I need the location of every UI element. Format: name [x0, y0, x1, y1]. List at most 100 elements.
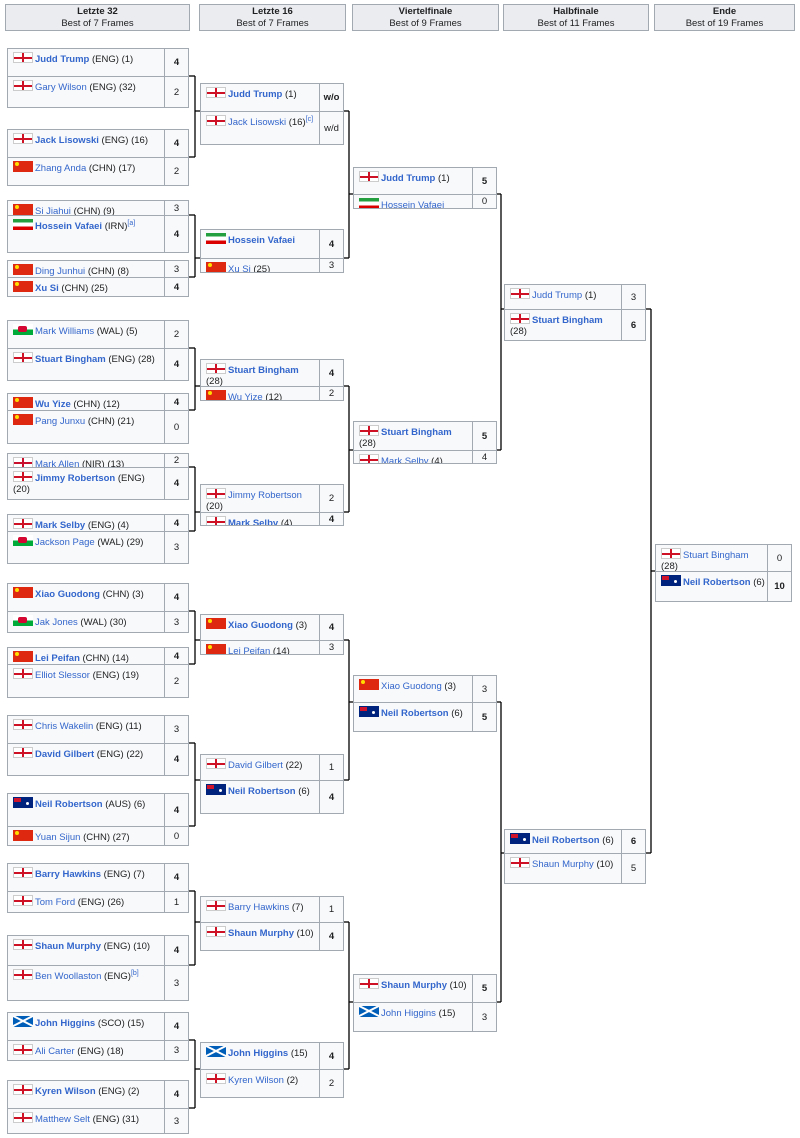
player-nationality[interactable]: (WAL): [97, 537, 124, 548]
player-name-link[interactable]: Xu Si: [35, 283, 59, 294]
player-nationality[interactable]: (ENG): [92, 1114, 120, 1125]
player-name-link[interactable]: Lei Peifan: [35, 653, 80, 664]
player-name-link[interactable]: Matthew Selt: [35, 1114, 90, 1125]
player-name-link[interactable]: Hossein Vafaei: [35, 221, 103, 232]
player-name-link[interactable]: Si Jiahui: [35, 206, 71, 215]
player-name-link[interactable]: Kyren Wilson: [228, 1075, 284, 1086]
player-name-link[interactable]: John Higgins: [35, 1018, 96, 1029]
player-name-link[interactable]: Judd Trump: [381, 173, 436, 184]
player-nationality[interactable]: (ENG): [108, 354, 136, 365]
player-name-link[interactable]: Tom Ford: [35, 897, 76, 908]
player-name-link[interactable]: Ben Woollaston: [35, 971, 102, 982]
player-nationality[interactable]: (ENG): [92, 54, 119, 65]
player-name-link[interactable]: John Higgins: [381, 1008, 436, 1019]
player-nationality[interactable]: (ENG): [101, 135, 129, 146]
player-name-link[interactable]: Stuart Bingham: [381, 427, 452, 438]
player-name-link[interactable]: Shaun Murphy: [381, 980, 447, 991]
player-nationality[interactable]: (SCO): [97, 1018, 125, 1029]
player-name-link[interactable]: Jack Lisowski: [228, 117, 287, 128]
player-nationality[interactable]: (ENG): [95, 721, 123, 732]
player-nationality[interactable]: (ENG): [77, 1046, 105, 1057]
player-name-link[interactable]: Judd Trump: [532, 290, 583, 301]
player-name-link[interactable]: Mark Allen: [35, 459, 80, 467]
player-nationality[interactable]: (ENG): [89, 82, 117, 93]
player-name-link[interactable]: Elliot Slessor: [35, 670, 90, 681]
player-nationality[interactable]: (NIR): [82, 459, 105, 467]
player-slot: Hossein Vafaei (IRN)[a]4: [7, 215, 189, 253]
player-name-link[interactable]: Jack Lisowski: [35, 135, 99, 146]
player-nationality[interactable]: (ENG): [117, 473, 145, 484]
player-name-link[interactable]: Hossein Vafaei: [228, 235, 296, 246]
player-nationality[interactable]: (ENG): [92, 670, 120, 681]
player-name-link[interactable]: Ding Junhui: [35, 266, 86, 277]
player-name-link[interactable]: Jimmy Robertson: [35, 473, 116, 484]
player-nationality[interactable]: (CHN): [61, 283, 89, 294]
player-nationality[interactable]: (ENG): [98, 1086, 126, 1097]
player-name-link[interactable]: Neil Robertson: [381, 708, 449, 719]
player-name-link[interactable]: Mark Williams: [35, 326, 95, 337]
footnote-link[interactable]: [b]: [130, 969, 139, 977]
player-name-link[interactable]: Wu Yize: [35, 399, 71, 410]
player-name-link[interactable]: Jak Jones: [35, 617, 78, 628]
player-nationality[interactable]: (ENG): [96, 749, 124, 760]
match-score: w/o: [319, 84, 343, 111]
player-name-link[interactable]: Zhang Anda: [35, 163, 87, 174]
player-nationality[interactable]: (CHN): [87, 266, 115, 277]
player-name-link[interactable]: Barry Hawkins: [35, 869, 102, 880]
player-name-link[interactable]: Jimmy Robertson: [228, 490, 302, 501]
player-name-link[interactable]: Barry Hawkins: [228, 902, 290, 913]
player-nationality[interactable]: (CHN): [73, 399, 101, 410]
player-name-link[interactable]: Stuart Bingham: [683, 550, 749, 561]
player-name-link[interactable]: Shaun Murphy: [35, 941, 101, 952]
player-name-link[interactable]: David Gilbert: [35, 749, 95, 760]
player-nationality[interactable]: (ENG): [104, 971, 131, 982]
footnote-link[interactable]: [a]: [127, 219, 136, 227]
player-nationality[interactable]: (CHN): [88, 163, 116, 174]
player-nationality[interactable]: (IRN): [104, 221, 128, 232]
player-name-link[interactable]: Wu Yize: [228, 392, 263, 400]
player-name-link[interactable]: Xiao Guodong: [228, 620, 293, 631]
footnote-link[interactable]: [c]: [305, 115, 314, 123]
player-name-link[interactable]: Judd Trump: [35, 54, 90, 65]
player-name-link[interactable]: Xiao Guodong: [35, 589, 100, 600]
player-nationality[interactable]: (CHN): [87, 416, 115, 427]
player-name-link[interactable]: Mark Selby: [228, 518, 279, 525]
player-name-link[interactable]: Xiao Guodong: [381, 681, 442, 692]
player-name-link[interactable]: Ali Carter: [35, 1046, 75, 1057]
player-name-link[interactable]: Lei Peifan: [228, 646, 271, 654]
player-name-link[interactable]: Pang Junxu: [35, 416, 86, 427]
player-name-link[interactable]: Kyren Wilson: [35, 1086, 96, 1097]
flag-eng-icon: [206, 758, 226, 769]
player-nationality[interactable]: (CHN): [83, 832, 110, 843]
player-nationality[interactable]: (WAL): [96, 326, 124, 337]
player-name-link[interactable]: Stuart Bingham: [228, 365, 299, 376]
player-name-link[interactable]: Xu Si: [228, 264, 251, 272]
player-name-link[interactable]: Judd Trump: [228, 89, 283, 100]
player-nationality[interactable]: (CHN): [102, 589, 130, 600]
player-nationality[interactable]: (CHN): [73, 206, 101, 215]
player-nationality[interactable]: (CHN): [82, 653, 110, 664]
player-nationality[interactable]: (AUS): [105, 799, 132, 810]
player-name-link[interactable]: Neil Robertson: [683, 577, 751, 588]
player-name-link[interactable]: Mark Selby: [35, 520, 86, 531]
player-nationality[interactable]: (ENG): [77, 897, 105, 908]
player-name-link[interactable]: Jackson Page: [35, 537, 95, 548]
player-nationality[interactable]: (ENG): [87, 520, 115, 531]
player-nationality[interactable]: (ENG): [103, 869, 131, 880]
player-name-link[interactable]: Mark Selby: [381, 456, 429, 463]
player-name-link[interactable]: Shaun Murphy: [228, 928, 294, 939]
player-name-link[interactable]: Stuart Bingham: [35, 354, 106, 365]
player-name-link[interactable]: Neil Robertson: [35, 799, 103, 810]
player-name-link[interactable]: David Gilbert: [228, 760, 283, 771]
player-name-link[interactable]: Shaun Murphy: [532, 859, 594, 870]
player-name-link[interactable]: Stuart Bingham: [532, 315, 603, 326]
player-name-link[interactable]: Chris Wakelin: [35, 721, 94, 732]
player-nationality[interactable]: (WAL): [80, 617, 107, 628]
player-name-link[interactable]: Neil Robertson: [228, 786, 296, 797]
player-name-link[interactable]: Yuan Sijun: [35, 832, 81, 843]
player-nationality[interactable]: (ENG): [103, 941, 131, 952]
player-name-link[interactable]: Gary Wilson: [35, 82, 87, 93]
player-name-link[interactable]: Hossein Vafaei: [381, 200, 445, 208]
player-name-link[interactable]: John Higgins: [228, 1048, 289, 1059]
player-name-link[interactable]: Neil Robertson: [532, 835, 600, 846]
